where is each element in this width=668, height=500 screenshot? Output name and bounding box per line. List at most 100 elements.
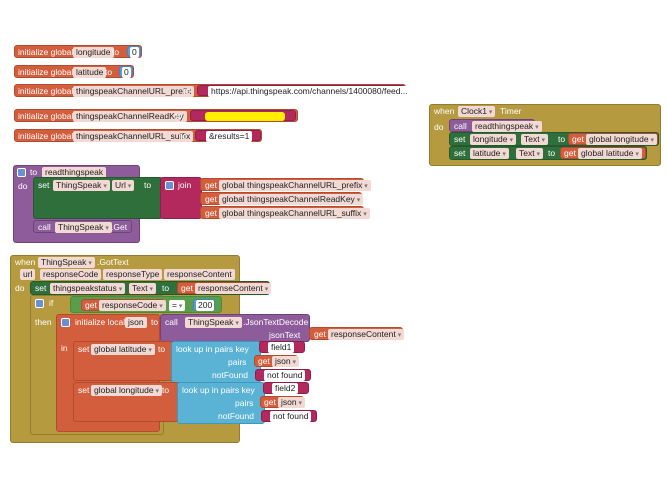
number-value[interactable]: 0 — [122, 67, 131, 78]
text-value[interactable]: not found — [270, 411, 312, 422]
set-global-latitude-block[interactable]: set global latitude to — [73, 341, 173, 381]
get-suffix-block[interactable]: get global thingspeakChannelURL_suffix — [200, 206, 370, 219]
param-responsecode[interactable]: responseCode — [40, 269, 102, 280]
set-global-longitude-block[interactable]: set global longitude to — [73, 382, 179, 422]
then-label: then — [35, 317, 52, 327]
join-block[interactable]: join — [160, 177, 202, 219]
lookup-in-pairs-block[interactable]: look up in pairs key pairs notFound — [171, 341, 261, 383]
get-variable[interactable]: global longitude — [586, 134, 658, 145]
set-variable[interactable]: global longitude — [91, 385, 163, 396]
text-value[interactable]: field2 — [272, 383, 299, 394]
clock-component[interactable]: Clock1 — [458, 106, 496, 117]
to-label: to — [180, 131, 188, 141]
set-longitude-text-block[interactable]: set longitude Text to get global longitu… — [449, 132, 659, 146]
gear-icon[interactable] — [17, 168, 26, 177]
when-label: when — [434, 106, 455, 116]
call-jsontextdecode-block[interactable]: call ThingSpeak .JsonTextDecode jsonText — [160, 314, 310, 342]
proc-name[interactable]: readthingspeak — [472, 121, 542, 132]
url-property[interactable]: Url — [112, 180, 135, 191]
set-latitude-text-block[interactable]: set latitude Text to get global latitude — [449, 146, 647, 160]
get-label: get — [258, 356, 270, 366]
set-label: set — [78, 385, 90, 395]
number-block[interactable]: 0 — [119, 66, 133, 78]
number-block[interactable]: 0 — [127, 46, 141, 58]
set-thingspeak-url-block[interactable]: set ThingSpeak Url to — [33, 177, 163, 219]
get-responsecontent-block[interactable]: get responseContent — [177, 282, 272, 294]
param-url[interactable]: url — [20, 269, 36, 280]
set-thingspeakstatus-text-block[interactable]: set thingspeakstatus Text to get respons… — [30, 281, 272, 295]
text-value[interactable]: https://api.thingspeak.com/channels/1400… — [208, 86, 411, 97]
text-field2-block[interactable]: field2 — [263, 382, 309, 394]
text-property[interactable]: Text — [521, 134, 549, 145]
latitude-component[interactable]: latitude — [470, 148, 509, 159]
compare-block[interactable]: get responseCode = 200 — [70, 296, 222, 313]
text-block-redacted[interactable] — [190, 110, 296, 121]
text-value[interactable]: &results=1 — [206, 131, 253, 142]
number-block[interactable]: 200 — [193, 299, 215, 311]
lookup-in-pairs-block[interactable]: look up in pairs key pairs notFound — [177, 382, 265, 424]
gear-icon[interactable] — [165, 181, 174, 190]
param-responsecontent[interactable]: responseContent — [164, 269, 235, 280]
var-name-latitude[interactable]: latitude — [73, 67, 107, 78]
get-global-longitude-block[interactable]: get global longitude — [568, 133, 658, 145]
text-block[interactable]: &results=1 — [195, 130, 261, 142]
var-name-suffix[interactable]: thingspeakChannelURL_suffix — [73, 131, 194, 142]
local-var-json[interactable]: json — [125, 317, 147, 328]
get-json-block[interactable]: get json — [254, 355, 300, 367]
status-component[interactable]: thingspeakstatus — [50, 283, 126, 294]
init-global-readkey-block[interactable]: initialize global thingspeakChannelReadK… — [14, 109, 298, 122]
init-global-suffix-block[interactable]: initialize global thingspeakChannelURL_s… — [14, 129, 262, 142]
thingspeak-component[interactable]: ThingSpeak — [185, 317, 242, 328]
text-value[interactable]: field1 — [268, 342, 295, 353]
var-name-readkey[interactable]: thingspeakChannelReadKey — [73, 111, 187, 122]
in-label: in — [61, 343, 68, 353]
thingspeak-component[interactable]: ThingSpeak — [53, 180, 110, 191]
get-global-latitude-block[interactable]: get global latitude — [560, 147, 646, 159]
get-variable[interactable]: json — [272, 356, 300, 367]
var-name-longitude[interactable]: longitude — [73, 47, 114, 58]
text-notfound-block[interactable]: not found — [255, 369, 311, 381]
to-label: to — [558, 134, 566, 144]
pairs-label: pairs — [235, 398, 254, 408]
get-readkey-block[interactable]: get global thingspeakChannelReadKey — [200, 192, 364, 205]
call-readthingspeak-block[interactable]: call readthingspeak — [449, 119, 542, 132]
get-json-block[interactable]: get json — [260, 396, 306, 408]
init-global-prefix-block[interactable]: initialize global thingspeakChannelURL_p… — [14, 84, 411, 97]
procedure-name[interactable]: readthingspeak — [42, 167, 107, 178]
text-value[interactable]: not found — [264, 370, 306, 381]
gear-icon[interactable] — [61, 318, 70, 327]
get-variable[interactable]: global latitude — [578, 148, 642, 159]
init-global-longitude-block[interactable]: initialize global longitude to 0 — [14, 45, 142, 58]
gear-icon[interactable] — [35, 299, 44, 308]
equals-operator[interactable]: = — [169, 300, 186, 311]
param-responsetype[interactable]: responseType — [103, 269, 163, 280]
get-variable[interactable]: responseCode — [99, 300, 166, 311]
set-label: set — [35, 283, 47, 293]
get-variable[interactable]: global thingspeakChannelURL_prefix — [219, 180, 371, 191]
set-variable[interactable]: global latitude — [91, 344, 155, 355]
get-variable[interactable]: global thingspeakChannelReadKey — [219, 194, 364, 205]
get-responsecode-block[interactable]: get responseCode — [81, 299, 166, 311]
get-variable[interactable]: json — [278, 397, 306, 408]
var-name-prefix[interactable]: thingspeakChannelURL_prefix — [73, 86, 195, 97]
get-responsecontent-block[interactable]: get responseContent — [309, 327, 405, 340]
init-global-latitude-block[interactable]: initialize global latitude to 0 — [14, 65, 134, 78]
get-variable[interactable]: global thingspeakChannelURL_suffix — [219, 208, 370, 219]
init-local-label: initialize local — [75, 317, 126, 327]
text-block[interactable]: https://api.thingspeak.com/channels/1400… — [197, 85, 411, 97]
jsontext-label: jsonText — [269, 330, 301, 340]
text-property[interactable]: Text — [129, 283, 157, 294]
call-thingspeak-get-block[interactable]: call ThingSpeak .Get — [33, 220, 132, 233]
longitude-component[interactable]: longitude — [470, 134, 516, 145]
number-value[interactable]: 0 — [130, 47, 139, 58]
text-property[interactable]: Text — [516, 148, 544, 159]
thingspeak-component[interactable]: ThingSpeak — [55, 222, 112, 233]
number-value[interactable]: 200 — [196, 300, 215, 311]
call-label: call — [454, 121, 467, 131]
text-notfound-block[interactable]: not found — [261, 410, 317, 422]
get-prefix-block[interactable]: get global thingspeakChannelURL_prefix — [200, 178, 371, 191]
get-variable[interactable]: responseContent — [328, 329, 405, 340]
text-field1-block[interactable]: field1 — [259, 341, 305, 353]
thingspeak-component[interactable]: ThingSpeak — [38, 257, 95, 268]
get-variable[interactable]: responseContent — [195, 283, 272, 294]
